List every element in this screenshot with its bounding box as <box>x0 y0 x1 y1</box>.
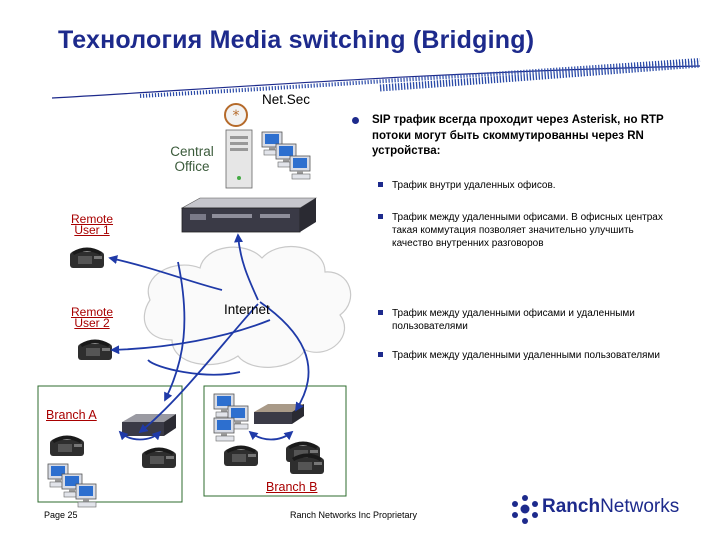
netsec-label: Net.Sec <box>262 92 311 107</box>
sub-bullet: Трафик между удаленными офисами. В офисн… <box>378 211 672 250</box>
sub-bullet-text: Трафик внутри удаленных офисов. <box>392 180 556 191</box>
logo-text: RanchNetworks <box>542 496 679 518</box>
bullet-square-icon <box>378 182 383 187</box>
netsec-icon: * <box>224 103 248 127</box>
remote-user-2-label: Remote User 2 <box>70 305 114 330</box>
sub-bullet: Трафик между удаленными офисами и удален… <box>378 307 672 333</box>
internet-label: Internet <box>224 302 270 317</box>
phone-icon-branch-b <box>224 445 258 466</box>
switch-icon <box>180 197 318 233</box>
sub-bullet: Трафик внутри удаленных офисов. <box>378 179 672 192</box>
server-tower-icon <box>225 129 253 189</box>
branch-b-box <box>203 385 347 497</box>
svg-text:*: * <box>233 108 240 124</box>
sub-bullet-text: Трафик между удаленными удаленными польз… <box>392 350 660 361</box>
logo-text-rest: Networks <box>600 496 680 517</box>
sub-bullet-text: Трафик между удаленными офисами. В офисн… <box>392 212 663 249</box>
internet-cloud <box>143 245 352 368</box>
remote-user-1-label: Remote User 1 <box>70 212 114 237</box>
sub-bullet-text: Трафик между удаленными офисами и удален… <box>392 308 635 332</box>
phone-icon-remote-2 <box>78 339 112 360</box>
bullet-dot-icon <box>352 117 359 124</box>
central-office-label: Central Office <box>170 144 214 174</box>
page-title: Технология Media switching (Bridging) <box>58 26 535 54</box>
traffic-arrows <box>108 233 310 441</box>
main-bullet-text: SIP трафик всегда проходит через Asteris… <box>372 114 664 157</box>
page-number: Page 25 <box>44 510 78 520</box>
ranch-networks-logo-icon <box>512 495 538 524</box>
branch-a-box <box>37 385 183 503</box>
phone-icon-branch-a <box>50 435 84 456</box>
branch-b-label: Branch B <box>266 480 318 494</box>
phone-icon-remote-1 <box>70 247 104 268</box>
title-underline <box>51 58 701 99</box>
bullet-square-icon <box>378 214 383 219</box>
bullet-square-icon <box>378 352 383 357</box>
proprietary-notice: Ranch Networks Inc Proprietary <box>290 510 418 520</box>
logo-text-bold: Ranch <box>542 496 601 517</box>
router-icon-branch-b <box>254 404 304 424</box>
sub-bullet: Трафик между удаленными удаленными польз… <box>378 349 672 362</box>
bullet-square-icon <box>378 310 383 315</box>
branch-a-label: Branch A <box>46 408 97 422</box>
